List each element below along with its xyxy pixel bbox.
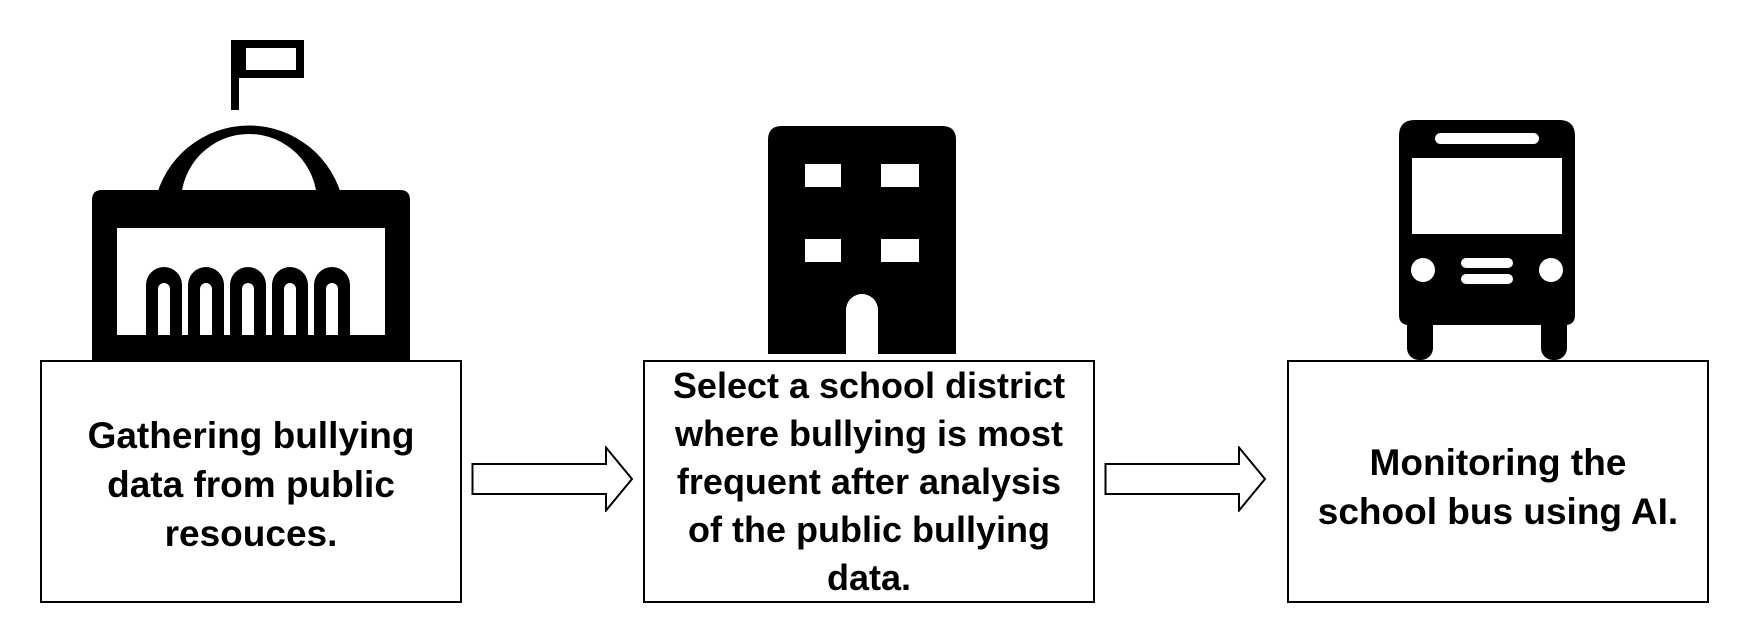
capitol-building-icon (90, 40, 412, 362)
step-2-box: Select a school district where bullying … (643, 360, 1095, 603)
school-bus-icon (1397, 120, 1577, 360)
step-1-text: Gathering bullying data from public reso… (87, 415, 415, 554)
step-3-box: Monitoring the school bus using AI. (1287, 360, 1709, 603)
right-arrow-icon (1104, 444, 1267, 517)
right-arrow-icon (471, 444, 634, 517)
step-3-text: Monitoring the school bus using AI. (1317, 441, 1679, 532)
office-building-icon (768, 126, 956, 354)
step-2-text: Select a school district where bullying … (672, 364, 1066, 598)
step-1-box: Gathering bullying data from public reso… (40, 360, 462, 603)
